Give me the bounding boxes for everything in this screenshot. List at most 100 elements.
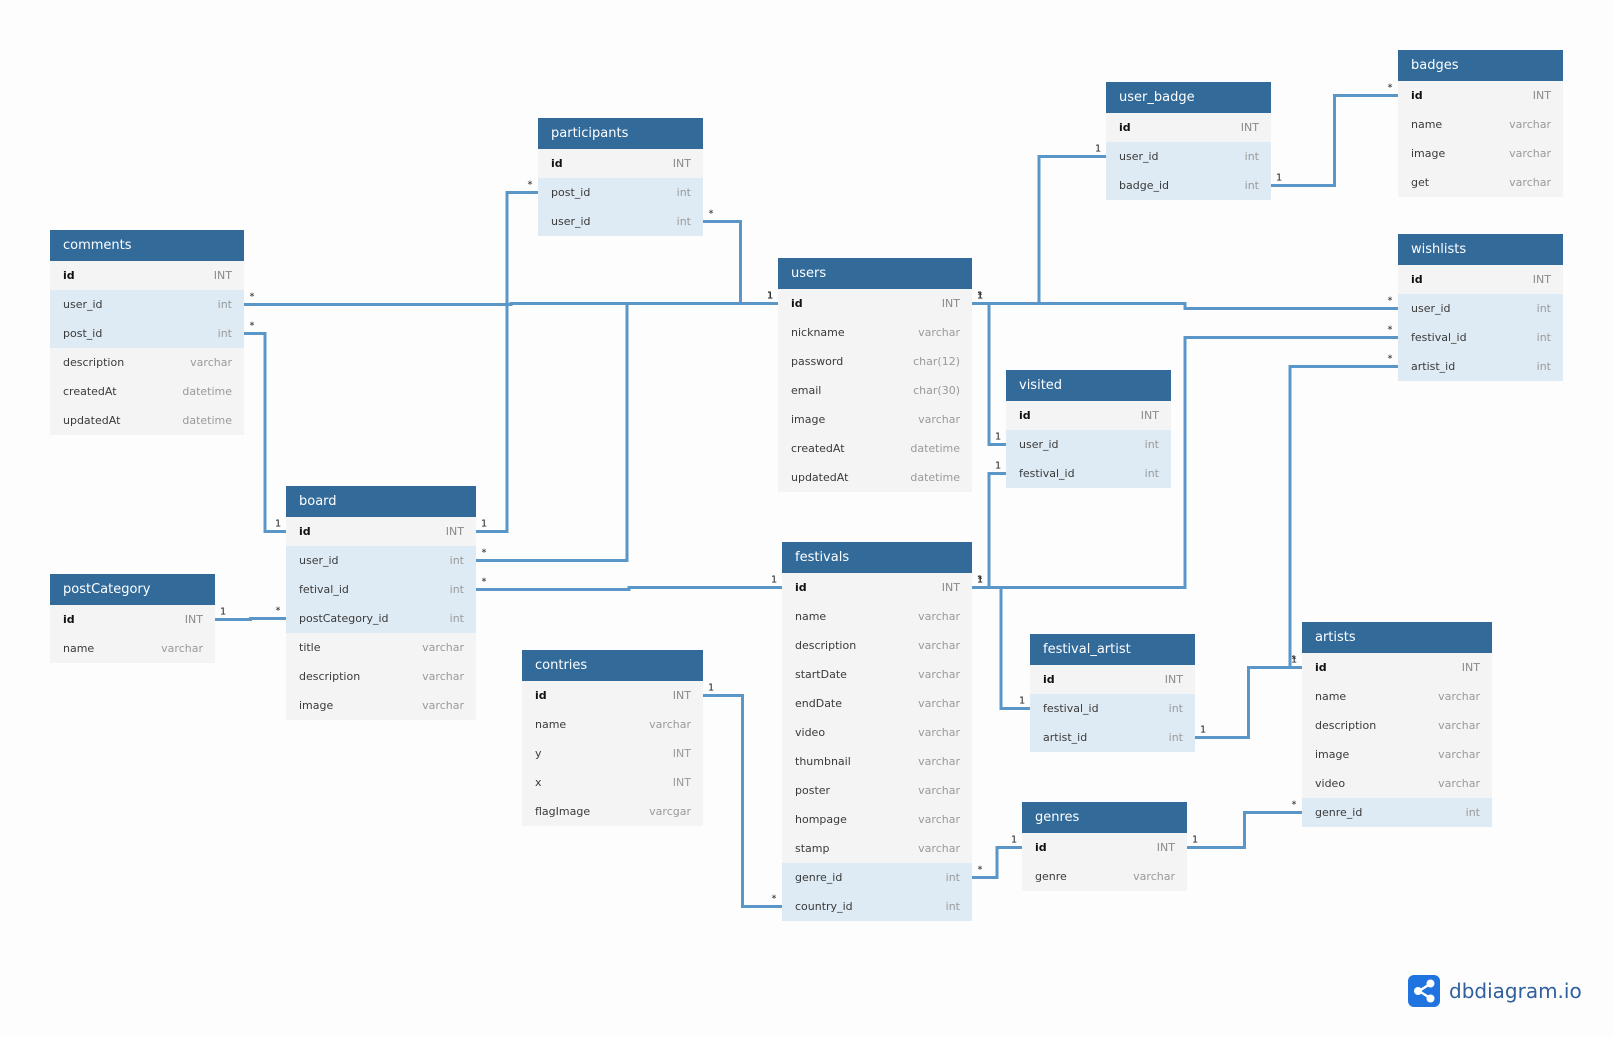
relation-line[interactable] <box>972 155 1106 305</box>
table-header[interactable]: artists <box>1302 622 1492 653</box>
relation-line[interactable] <box>972 336 1398 589</box>
relation-line[interactable] <box>972 302 1006 446</box>
relation-line[interactable] <box>703 694 782 908</box>
relation-line[interactable] <box>1271 94 1398 187</box>
relation-line[interactable] <box>215 617 286 621</box>
relation-line[interactable] <box>972 472 1006 589</box>
table-header[interactable]: participants <box>538 118 703 149</box>
table-header[interactable]: user_badge <box>1106 82 1271 113</box>
table-header[interactable]: wishlists <box>1398 234 1563 265</box>
table-header[interactable]: visited <box>1006 370 1171 401</box>
brand-logo[interactable]: dbdiagram.io <box>1408 975 1582 1007</box>
relation-line[interactable] <box>972 586 1030 710</box>
relation-line[interactable] <box>476 191 538 533</box>
relation-line[interactable] <box>476 586 782 591</box>
relation-line[interactable] <box>244 332 286 533</box>
table-header[interactable]: board <box>286 486 476 517</box>
relation-line[interactable] <box>476 302 778 562</box>
table-header[interactable]: festivals <box>782 542 972 573</box>
relation-line[interactable] <box>1195 666 1302 739</box>
relation-line[interactable] <box>972 846 1022 879</box>
relation-line[interactable] <box>1187 811 1302 849</box>
table-header[interactable]: contries <box>522 650 703 681</box>
table-header[interactable]: users <box>778 258 972 289</box>
